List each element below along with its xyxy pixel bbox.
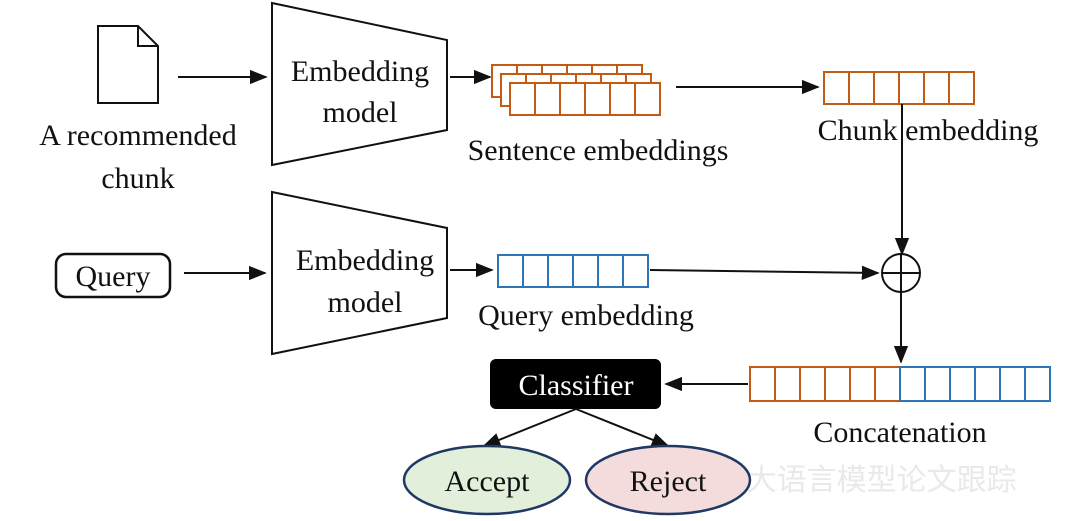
sentence-embedding-cell xyxy=(634,82,661,116)
sentence-embedding-cell xyxy=(509,82,536,116)
model-top-label-line1: Embedding xyxy=(291,55,429,88)
query-embedding-cell xyxy=(497,254,524,288)
concatenated-vector xyxy=(749,366,1051,402)
query-embedding-cell xyxy=(547,254,574,288)
sentence-embedding-cell xyxy=(534,82,561,116)
chunk-embedding-label: Chunk embedding xyxy=(818,114,1039,147)
model-bottom-label-line2: model xyxy=(328,286,403,319)
query-embedding-cell xyxy=(522,254,549,288)
model-bottom-label-line1: Embedding xyxy=(296,244,434,277)
query-box: Query xyxy=(54,252,172,299)
model-top-label-line2: model xyxy=(323,96,398,129)
concat-query-cell xyxy=(974,366,1001,402)
accept-label: Accept xyxy=(445,465,531,498)
sentence-embedding-cell xyxy=(584,82,611,116)
concat-query-cell xyxy=(949,366,976,402)
concatenation-label: Concatenation xyxy=(813,416,986,449)
chunk-label-line2: chunk xyxy=(101,162,174,195)
concat-operator-icon xyxy=(881,253,921,293)
embedding-model-top: Embedding model xyxy=(271,1,448,167)
query-embedding-cell xyxy=(622,254,649,288)
sentence-embeddings-stack xyxy=(491,64,661,116)
sentence-embedding-cell xyxy=(609,82,636,116)
arrow-query-embedding-to-combine xyxy=(649,265,880,280)
concat-query-cell xyxy=(899,366,926,402)
query-embedding-vector xyxy=(497,254,649,288)
classifier-label: Classifier xyxy=(519,369,634,402)
concat-query-cell xyxy=(924,366,951,402)
chunk-label-line1: A recommended xyxy=(39,119,236,152)
arrow-classifier-to-reject xyxy=(575,408,670,447)
query-embedding-cell xyxy=(597,254,624,288)
query-embedding-cell xyxy=(572,254,599,288)
concat-chunk-cell xyxy=(799,366,826,402)
sentence-embeddings-label: Sentence embeddings xyxy=(468,134,729,167)
chunk-embedding-cell xyxy=(898,71,925,105)
chunk-embedding-cell xyxy=(873,71,900,105)
concat-chunk-cell xyxy=(824,366,851,402)
arrow-classifier-to-accept xyxy=(482,408,577,447)
embedding-model-bottom: Embedding model xyxy=(271,190,448,356)
reject-node: Reject xyxy=(584,444,752,516)
chunk-embedding-cell xyxy=(948,71,975,105)
concat-chunk-cell xyxy=(849,366,876,402)
concat-query-cell xyxy=(1024,366,1051,402)
sentence-embedding-layer xyxy=(509,82,661,116)
query-label: Query xyxy=(76,260,151,293)
classifier-box: Classifier xyxy=(490,359,661,409)
accept-node: Accept xyxy=(402,444,572,516)
chunk-embedding-cell xyxy=(848,71,875,105)
document-icon xyxy=(97,25,159,104)
concat-chunk-cell xyxy=(874,366,901,402)
chunk-embedding-cell xyxy=(923,71,950,105)
reject-label: Reject xyxy=(630,465,707,498)
concat-chunk-cell xyxy=(749,366,776,402)
concat-query-cell xyxy=(999,366,1026,402)
chunk-embedding-cell xyxy=(823,71,850,105)
concat-chunk-cell xyxy=(774,366,801,402)
query-embedding-label: Query embedding xyxy=(478,299,694,332)
chunk-embedding-vector xyxy=(823,71,975,105)
sentence-embedding-cell xyxy=(559,82,586,116)
